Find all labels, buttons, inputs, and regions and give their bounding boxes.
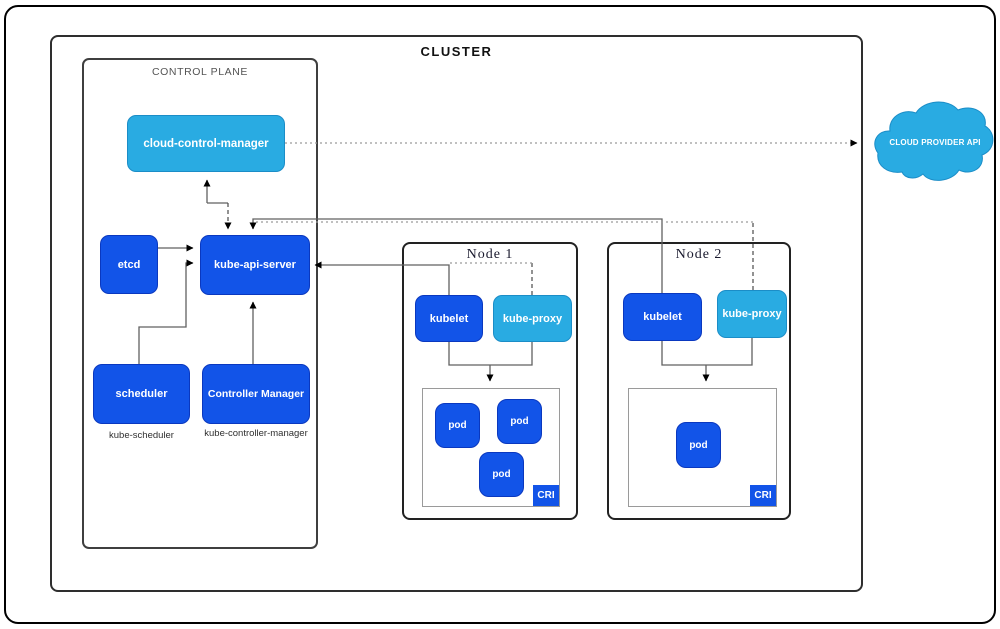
cluster-title: CLUSTER <box>420 44 493 59</box>
cloud-provider-api-label: CLOUD PROVIDER API <box>889 138 981 147</box>
node2-title: Node 2 <box>675 247 723 262</box>
node2-boundary <box>607 242 791 520</box>
node1-pod: pod <box>497 399 542 444</box>
node1-cri-badge: CRI <box>533 485 559 506</box>
node1-pod: pod <box>435 403 480 448</box>
kube-api-server-node: kube-api-server <box>200 235 310 295</box>
node2-kube-proxy-node: kube-proxy <box>717 290 787 338</box>
cloud-icon <box>874 101 994 181</box>
node2-cri-badge: CRI <box>750 485 776 506</box>
node1-kube-proxy-node: kube-proxy <box>493 295 572 342</box>
cloud-provider-shape <box>874 101 994 181</box>
controller-manager-node: Controller Manager <box>202 364 310 424</box>
etcd-node: etcd <box>100 235 158 294</box>
node2-pod: pod <box>676 422 721 468</box>
node2-kubelet-node: kubelet <box>623 293 702 341</box>
outer-frame <box>4 5 996 624</box>
node1-pod: pod <box>479 452 524 497</box>
control-plane-boundary <box>82 58 318 549</box>
kube-scheduler-caption: kube-scheduler <box>109 430 174 441</box>
node1-kubelet-node: kubelet <box>415 295 483 342</box>
scheduler-node: scheduler <box>93 364 190 424</box>
control-plane-title: CONTROL PLANE <box>151 66 249 78</box>
cluster-boundary <box>50 35 863 592</box>
node1-title: Node 1 <box>466 247 514 262</box>
cloud-control-manager-node: cloud-control-manager <box>127 115 285 172</box>
kube-controller-manager-caption: kube-controller-manager <box>204 428 308 439</box>
